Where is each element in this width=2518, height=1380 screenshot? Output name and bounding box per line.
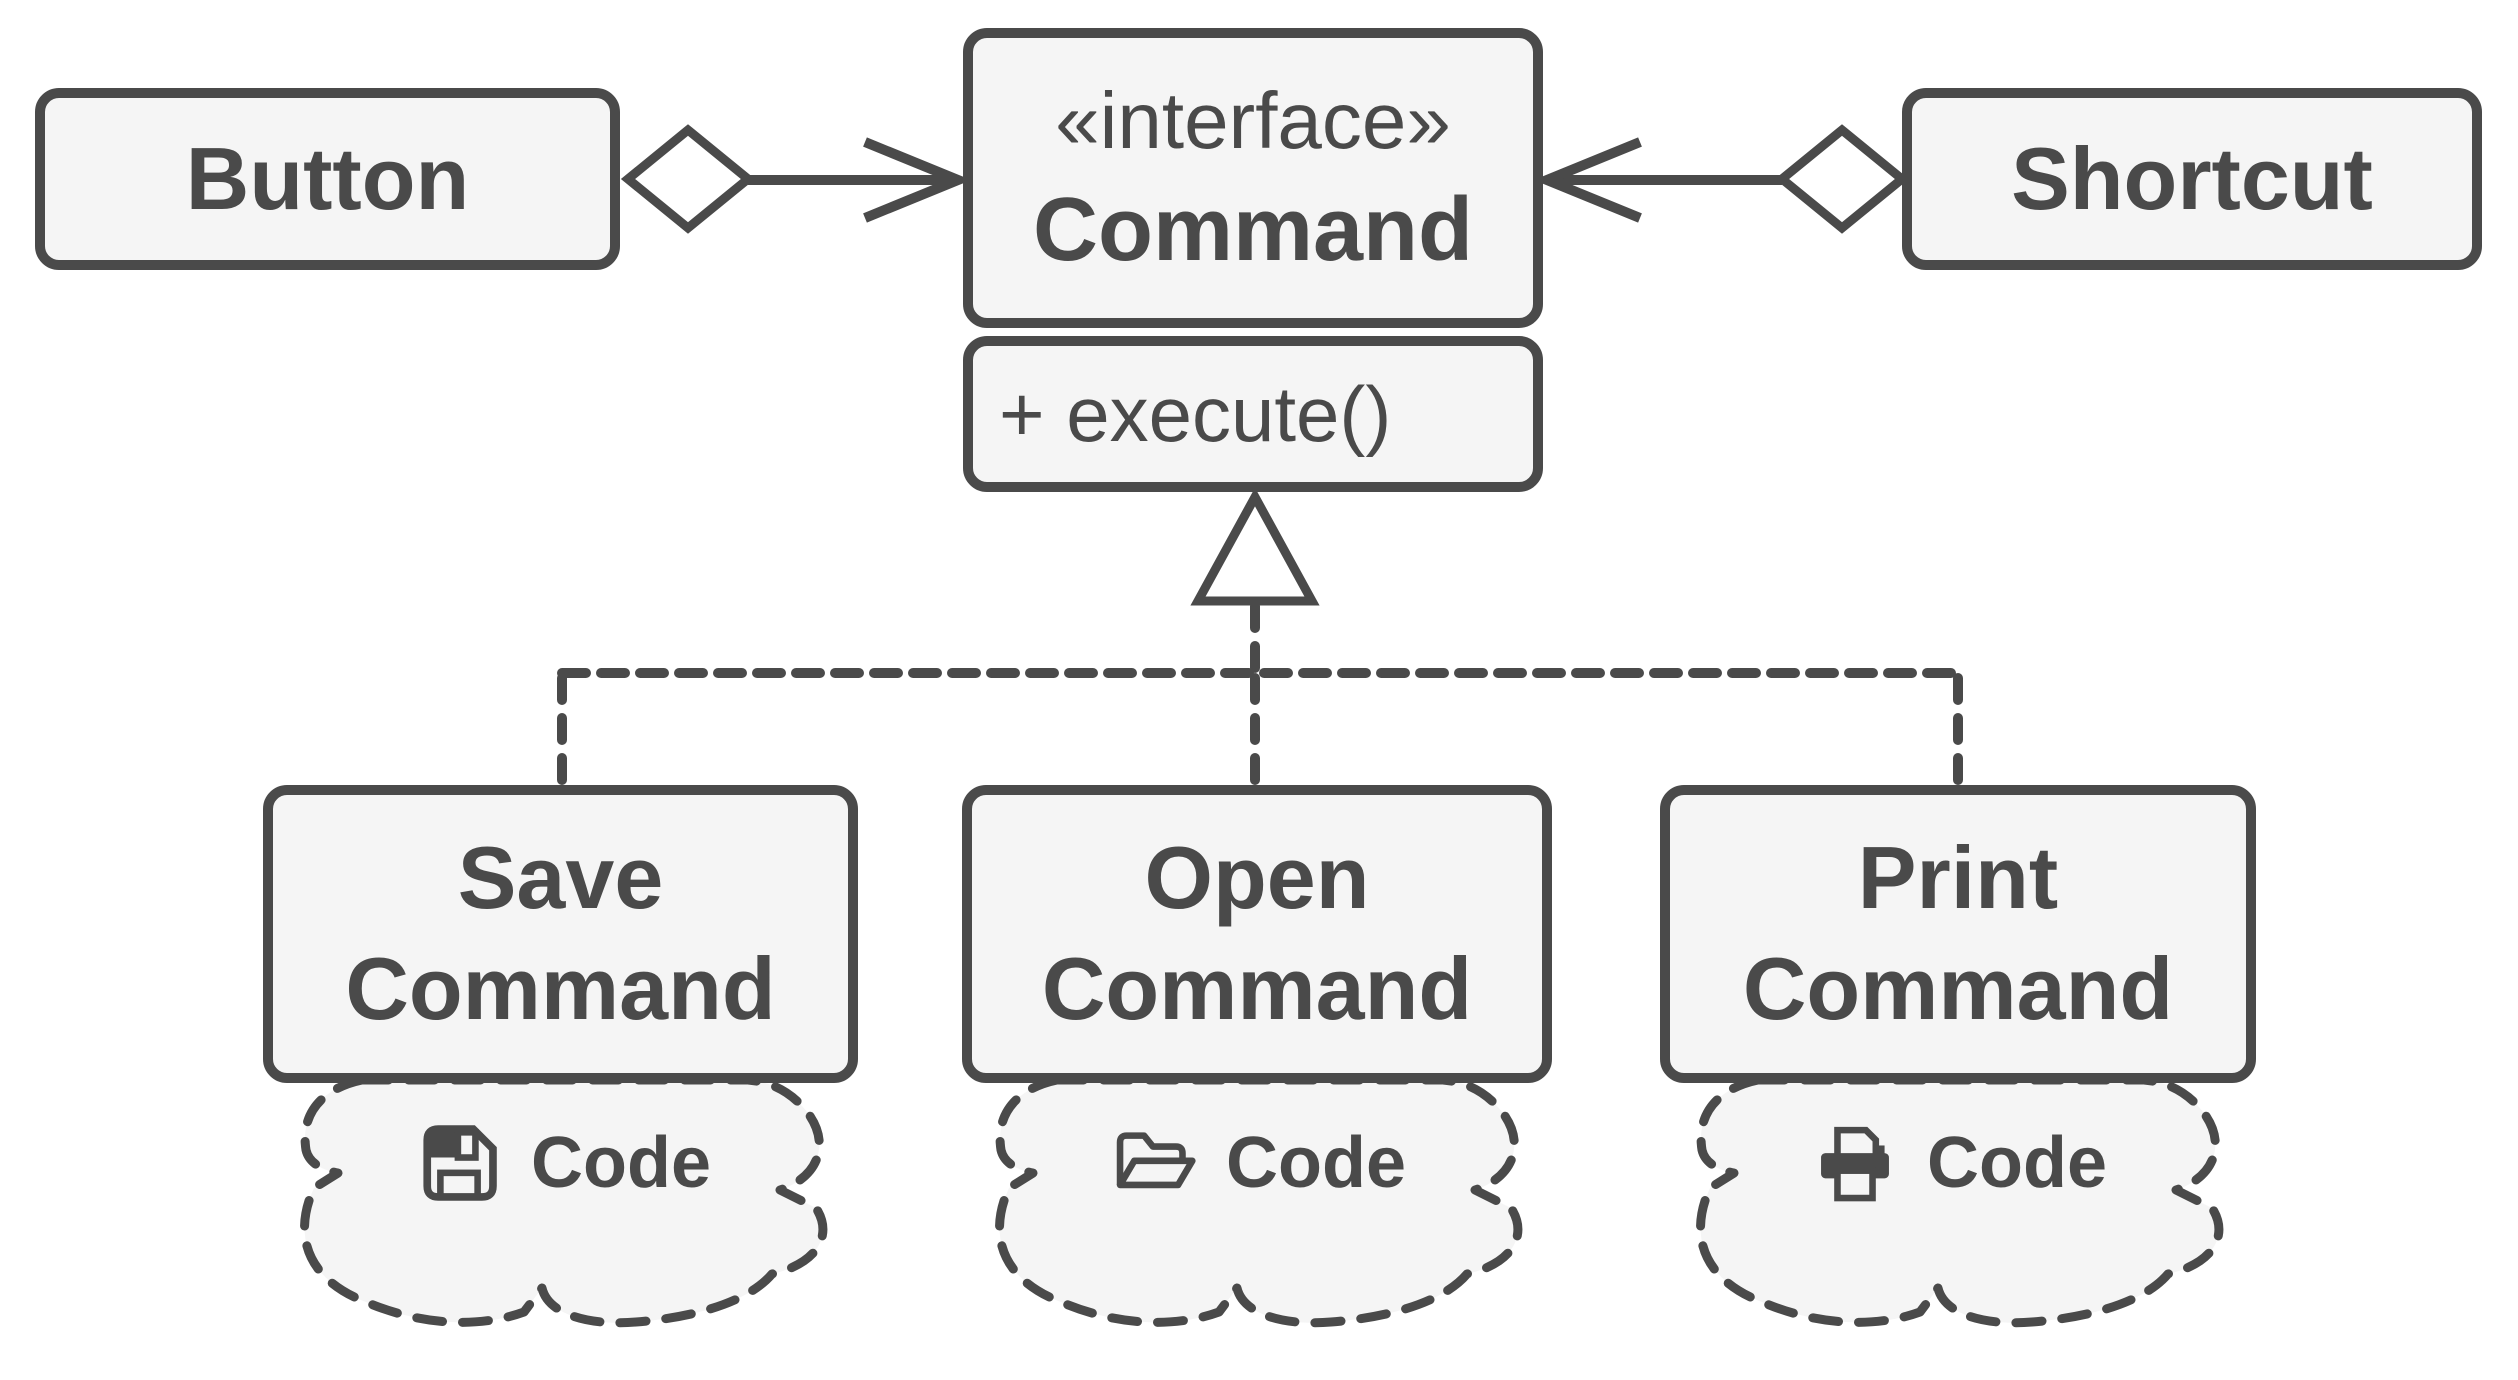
button-class-node: Button (35, 88, 620, 270)
command-interface-name: Command (1032, 179, 1474, 280)
shortcut-class-node: Shortcut (1902, 88, 2482, 270)
printer-icon (1821, 1126, 1889, 1202)
print-code-note: Code (1678, 1108, 2238, 1218)
execute-method-label: + execute() (999, 369, 1392, 458)
folder-open-icon (1116, 1132, 1196, 1189)
open-command-class-node: Open Command (962, 785, 1552, 1083)
arrowhead-right-icon (863, 137, 972, 223)
open-command-label-line1: Open (1144, 828, 1370, 928)
floppy-disk-icon (423, 1125, 497, 1201)
inheritance-triangle-icon (1190, 487, 1320, 606)
open-code-label: Code (1226, 1123, 1406, 1203)
button-class-label: Button (185, 128, 470, 228)
open-code-note: Code (977, 1108, 1537, 1218)
print-code-cloud (1696, 1075, 2224, 1328)
print-command-class-node: Print Command (1660, 785, 2256, 1083)
arrowhead-left-icon (1533, 137, 1642, 223)
open-command-label-line2: Command (1041, 939, 1473, 1038)
save-command-class-node: Save Command (263, 785, 858, 1083)
print-command-label-line2: Command (1742, 939, 2174, 1038)
open-code-cloud (995, 1075, 1523, 1328)
print-code-label: Code (1927, 1123, 2107, 1203)
save-code-label: Code (531, 1123, 711, 1203)
save-code-note: Code (282, 1108, 842, 1218)
command-methods-compartment: + execute() (963, 336, 1543, 492)
realization-links (557, 487, 1963, 787)
save-command-label-line1: Save (457, 828, 664, 928)
print-command-label-line1: Print (1857, 828, 2059, 928)
command-interface-node: «interface» Command (963, 28, 1543, 328)
button-command-aggregation (620, 124, 972, 234)
shortcut-class-label: Shortcut (2011, 128, 2373, 228)
shortcut-command-aggregation (1533, 124, 1910, 234)
save-command-label-line2: Command (345, 939, 776, 1038)
interface-stereotype-label: «interface» (1055, 75, 1451, 165)
